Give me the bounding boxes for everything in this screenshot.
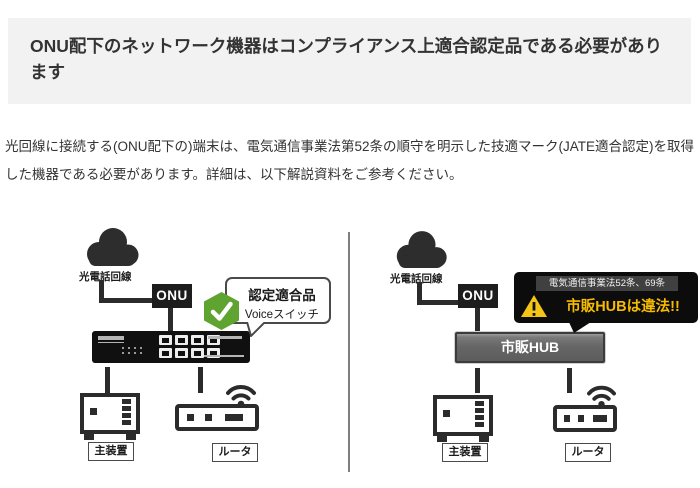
connector-line (99, 298, 152, 303)
connector-line (567, 368, 572, 393)
connector-line (198, 367, 203, 393)
connector-line (105, 367, 110, 393)
connector-line (475, 368, 480, 393)
switch-ports-row (159, 335, 220, 345)
commercial-hub-box: 市販HUB (455, 332, 605, 363)
header-bar: ONU配下のネットワーク機器はコンプライアンス上適合認定品である必要があります (8, 18, 691, 104)
warning-law-text: 電気通信事業法52条、69条 (536, 276, 678, 291)
bubble-tail (246, 322, 266, 337)
wifi-icon (587, 385, 616, 408)
router-icon (175, 404, 259, 431)
onu-box: ONU (458, 284, 498, 308)
warning-bubble: 電気通信事業法52条、69条 市販HUBは違法!! (514, 272, 698, 323)
main-device-label: 主装置 (88, 442, 134, 461)
onu-box: ONU (152, 284, 192, 308)
connector-line (99, 280, 104, 303)
check-icon (204, 292, 239, 330)
intro-paragraph: 光回線に接続する(ONU配下の)端末は、電気通信事業法第52条の順守を明示した技… (5, 139, 694, 183)
switch-brand-text (98, 336, 124, 340)
connector-line (417, 300, 458, 305)
main-device-icon (433, 395, 493, 442)
diagram-divider (348, 232, 350, 472)
switch-ports-row (159, 348, 220, 358)
certification-subtitle: Voiceスイッチ (244, 309, 320, 321)
cloud-icon (396, 231, 447, 268)
router-label: ルータ (565, 443, 611, 462)
cloud-label: 光電話回線 (390, 273, 443, 285)
warning-triangle-icon (521, 295, 547, 317)
main-device-icon (80, 393, 140, 440)
voice-switch-device (92, 331, 250, 363)
page-title: ONU配下のネットワーク機器はコンプライアンス上適合認定品である必要があります (30, 36, 663, 83)
warning-message: 市販HUBは違法!! (566, 299, 680, 315)
switch-model-text (208, 336, 242, 339)
switch-leds (122, 347, 142, 354)
router-icon (553, 405, 617, 432)
certification-bubble: 認定適合品 Voiceスイッチ (225, 277, 331, 324)
router-label: ルータ (212, 443, 258, 462)
warning-bubble-tail (568, 320, 594, 333)
switch-brand-underline (98, 342, 124, 343)
switch-footer-text (204, 355, 244, 357)
connector-line (417, 282, 422, 305)
cloud-icon (87, 228, 139, 266)
certification-title: 認定適合品 (248, 288, 316, 303)
main-device-label: 主装置 (442, 443, 488, 462)
connector-line (168, 308, 173, 331)
cloud-label: 光電話回線 (79, 271, 132, 283)
connector-line (475, 308, 480, 332)
